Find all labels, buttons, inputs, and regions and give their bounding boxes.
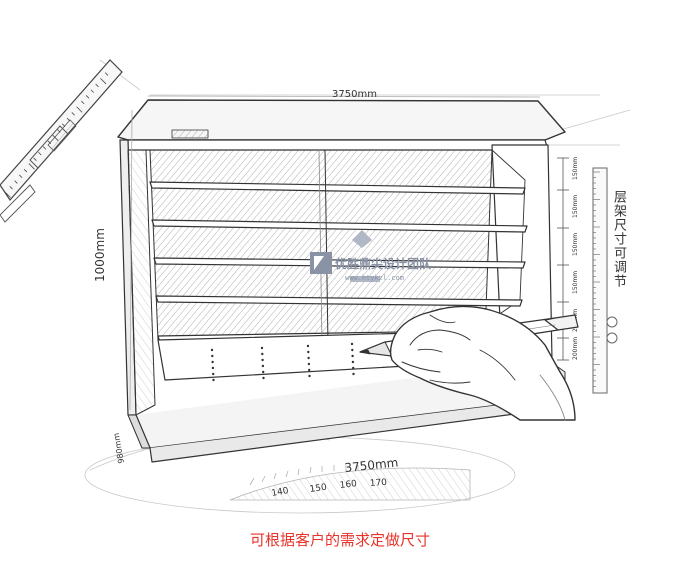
dimension-lines bbox=[129, 95, 569, 411]
protractor-tick-4: 170 bbox=[370, 478, 388, 489]
shelf-gap-6: 200mm bbox=[572, 337, 579, 360]
watermark: 优胜鼎尖设计团队 www.htykzl.com bbox=[310, 230, 432, 282]
shelf-gap-3: 150mm bbox=[572, 233, 579, 256]
shelf-adjustable-note: 层架尺寸可调节 bbox=[611, 190, 626, 288]
shelf-gap-labels: 150mm 150mm 150mm 150mm 200mm 200mm bbox=[572, 157, 579, 360]
watermark-name: 优胜鼎尖设计团队 bbox=[335, 256, 432, 271]
protractor-tick-2: 140 bbox=[271, 486, 290, 499]
shelf bbox=[155, 295, 523, 307]
protractor-tick-1: 150 bbox=[309, 483, 328, 495]
hand-with-pencil bbox=[359, 305, 579, 421]
custom-size-caption: 可根据客户的需求定做尺寸 bbox=[249, 531, 430, 549]
dimension-height: 1000mm bbox=[93, 228, 107, 282]
shelf-gap-2: 150mm bbox=[572, 195, 579, 218]
ruler-right bbox=[592, 167, 618, 394]
ruler-left bbox=[0, 59, 123, 223]
shelf bbox=[151, 219, 528, 233]
protractor: 150 140 160 170 bbox=[229, 465, 471, 501]
watermark-url: www.htykzl.com bbox=[345, 274, 404, 282]
shelf bbox=[149, 181, 526, 195]
shelf-gap-4: 150mm bbox=[572, 271, 579, 294]
shelf bbox=[153, 257, 526, 269]
dimension-depth: 980mm bbox=[112, 432, 126, 464]
watermark-logo bbox=[310, 230, 380, 282]
display-cabinet bbox=[117, 99, 566, 463]
protractor-tick-3: 160 bbox=[339, 479, 357, 491]
dimension-bottom-width: 3750mm bbox=[344, 455, 399, 475]
shelf-gap-1: 150mm bbox=[572, 157, 579, 180]
dimension-top-width: 3750mm bbox=[332, 89, 377, 100]
